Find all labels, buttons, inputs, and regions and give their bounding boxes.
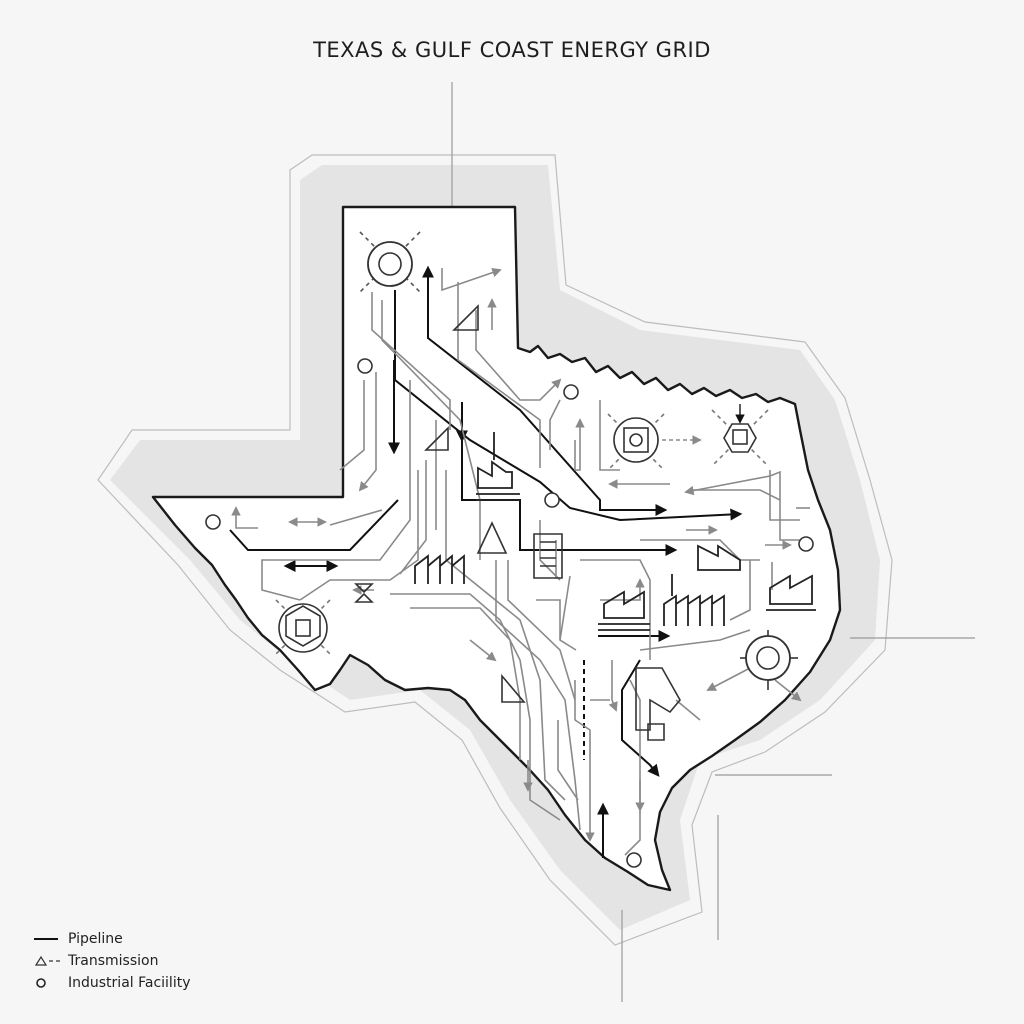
texas-outline (151, 205, 842, 892)
facility-circle (544, 492, 560, 508)
circle-icon (34, 976, 64, 990)
triangle-station (452, 304, 479, 331)
solid-line-icon (34, 934, 64, 944)
facility-circle (357, 358, 373, 374)
small-facilities (205, 358, 814, 868)
factory-icon (697, 544, 741, 571)
triangle-dash-icon (34, 954, 64, 968)
pipelines (229, 265, 743, 858)
facility-circle (798, 536, 814, 552)
facility-circle (205, 514, 221, 530)
factory-icon (414, 554, 465, 584)
legend-item-facility: Industrial Faciility (34, 972, 191, 994)
facility-symbols (205, 231, 816, 868)
processing-hubs (275, 404, 798, 690)
state-halo-outline (97, 154, 893, 946)
facility-circle (626, 852, 642, 868)
map-title: TEXAS & GULF COAST ENERGY GRID (313, 38, 711, 62)
triangle-stations (424, 304, 526, 703)
refinery-icon (635, 667, 681, 731)
factory-icon (663, 574, 725, 626)
transmission-lines (231, 267, 810, 856)
factory-symbols (414, 432, 816, 631)
legend: Pipeline Transmission Industrial Faciili… (34, 928, 191, 994)
valve-icon (354, 583, 374, 603)
refinery-icon (533, 533, 563, 579)
legend-label: Pipeline (68, 931, 123, 947)
legend-item-pipeline: Pipeline (34, 928, 191, 950)
hub-facility-west (275, 599, 331, 655)
factory-icon (477, 432, 513, 489)
hub-facility-gulf (711, 404, 769, 467)
legend-item-transmission: Transmission (34, 950, 191, 972)
hub-facility-houston (740, 630, 798, 690)
hub-facility-east (607, 413, 665, 471)
hub-facility-north (359, 231, 421, 293)
triangle-station (476, 521, 508, 554)
factory-icon (769, 574, 813, 605)
legend-label: Industrial Faciility (68, 975, 191, 991)
refinery-symbols (533, 533, 681, 741)
facility-circle (563, 384, 579, 400)
legend-label: Transmission (68, 953, 159, 969)
triangle-station (424, 426, 449, 451)
triangle-station (501, 673, 526, 703)
refinery-icon (647, 723, 665, 741)
factory-icon (603, 590, 645, 619)
leader-lines (451, 82, 975, 1002)
